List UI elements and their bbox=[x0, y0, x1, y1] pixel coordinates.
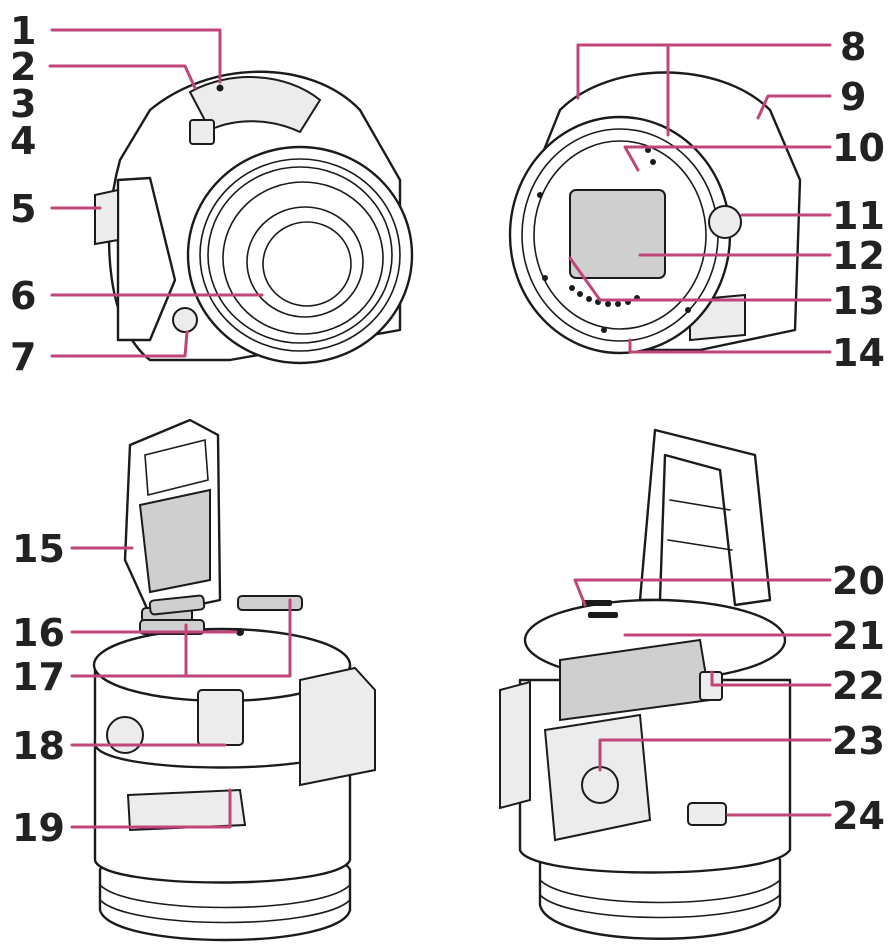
image-sensor bbox=[569, 189, 666, 279]
view-front bbox=[94, 70, 414, 365]
label-20: 20 bbox=[832, 559, 885, 603]
label-12: 12 bbox=[832, 234, 885, 278]
label-23: 23 bbox=[832, 719, 885, 763]
label-15: 15 bbox=[12, 527, 65, 571]
label-14: 14 bbox=[832, 331, 885, 375]
leader-1 bbox=[50, 28, 222, 84]
battery-lock-left bbox=[197, 689, 244, 746]
label-1: 1 bbox=[10, 9, 36, 53]
grip-texture bbox=[126, 788, 247, 832]
label-11: 11 bbox=[832, 194, 885, 238]
side-tab-right bbox=[499, 680, 531, 810]
part-labels: 1 2 3 4 5 6 7 8 9 10 11 12 13 14 15 16 1… bbox=[10, 9, 885, 850]
label-7: 7 bbox=[10, 335, 36, 379]
label-18: 18 bbox=[12, 724, 65, 768]
side-hook-front bbox=[94, 188, 119, 246]
view-rear bbox=[508, 71, 802, 355]
leader-14 bbox=[628, 338, 832, 354]
tripod-foot-3 bbox=[237, 595, 303, 611]
leader-9 bbox=[756, 94, 832, 120]
label-17: 17 bbox=[12, 655, 65, 699]
view-bottom-right bbox=[499, 428, 792, 940]
top-flash-panel bbox=[188, 76, 322, 134]
leader-lines bbox=[48, 28, 832, 829]
tripod-socket bbox=[581, 766, 619, 804]
label-9: 9 bbox=[840, 75, 866, 119]
label-6: 6 bbox=[10, 274, 36, 318]
label-21: 21 bbox=[832, 614, 885, 658]
leader-19 bbox=[70, 788, 232, 829]
leader-23 bbox=[598, 738, 832, 772]
leader-20 bbox=[573, 578, 832, 607]
leader-8 bbox=[576, 43, 832, 137]
cover-release bbox=[687, 802, 727, 826]
nfc-mark bbox=[189, 119, 215, 145]
cover-inner bbox=[138, 488, 211, 594]
label-22: 22 bbox=[832, 664, 885, 708]
label-19: 19 bbox=[12, 806, 65, 850]
leader-10 bbox=[623, 145, 832, 172]
label-2: 2 bbox=[10, 45, 36, 89]
label-4: 4 bbox=[10, 119, 36, 163]
label-16: 16 bbox=[12, 611, 65, 655]
side-dial-left bbox=[106, 716, 144, 754]
leader-22 bbox=[710, 670, 832, 687]
label-24: 24 bbox=[832, 794, 885, 838]
label-8: 8 bbox=[840, 25, 866, 69]
side-plate-left bbox=[299, 666, 376, 787]
label-5: 5 bbox=[10, 187, 36, 231]
label-13: 13 bbox=[832, 279, 885, 323]
leader-13 bbox=[568, 256, 832, 302]
label-3: 3 bbox=[10, 82, 36, 126]
label-10: 10 bbox=[832, 126, 885, 170]
leader-7 bbox=[50, 330, 189, 358]
zoom-lever bbox=[172, 307, 198, 333]
view-bottom-left bbox=[92, 418, 376, 942]
shutter-button bbox=[708, 205, 742, 239]
tripod-foot-2 bbox=[148, 594, 206, 616]
leader-17 bbox=[70, 598, 292, 678]
leader-2 bbox=[48, 64, 197, 90]
